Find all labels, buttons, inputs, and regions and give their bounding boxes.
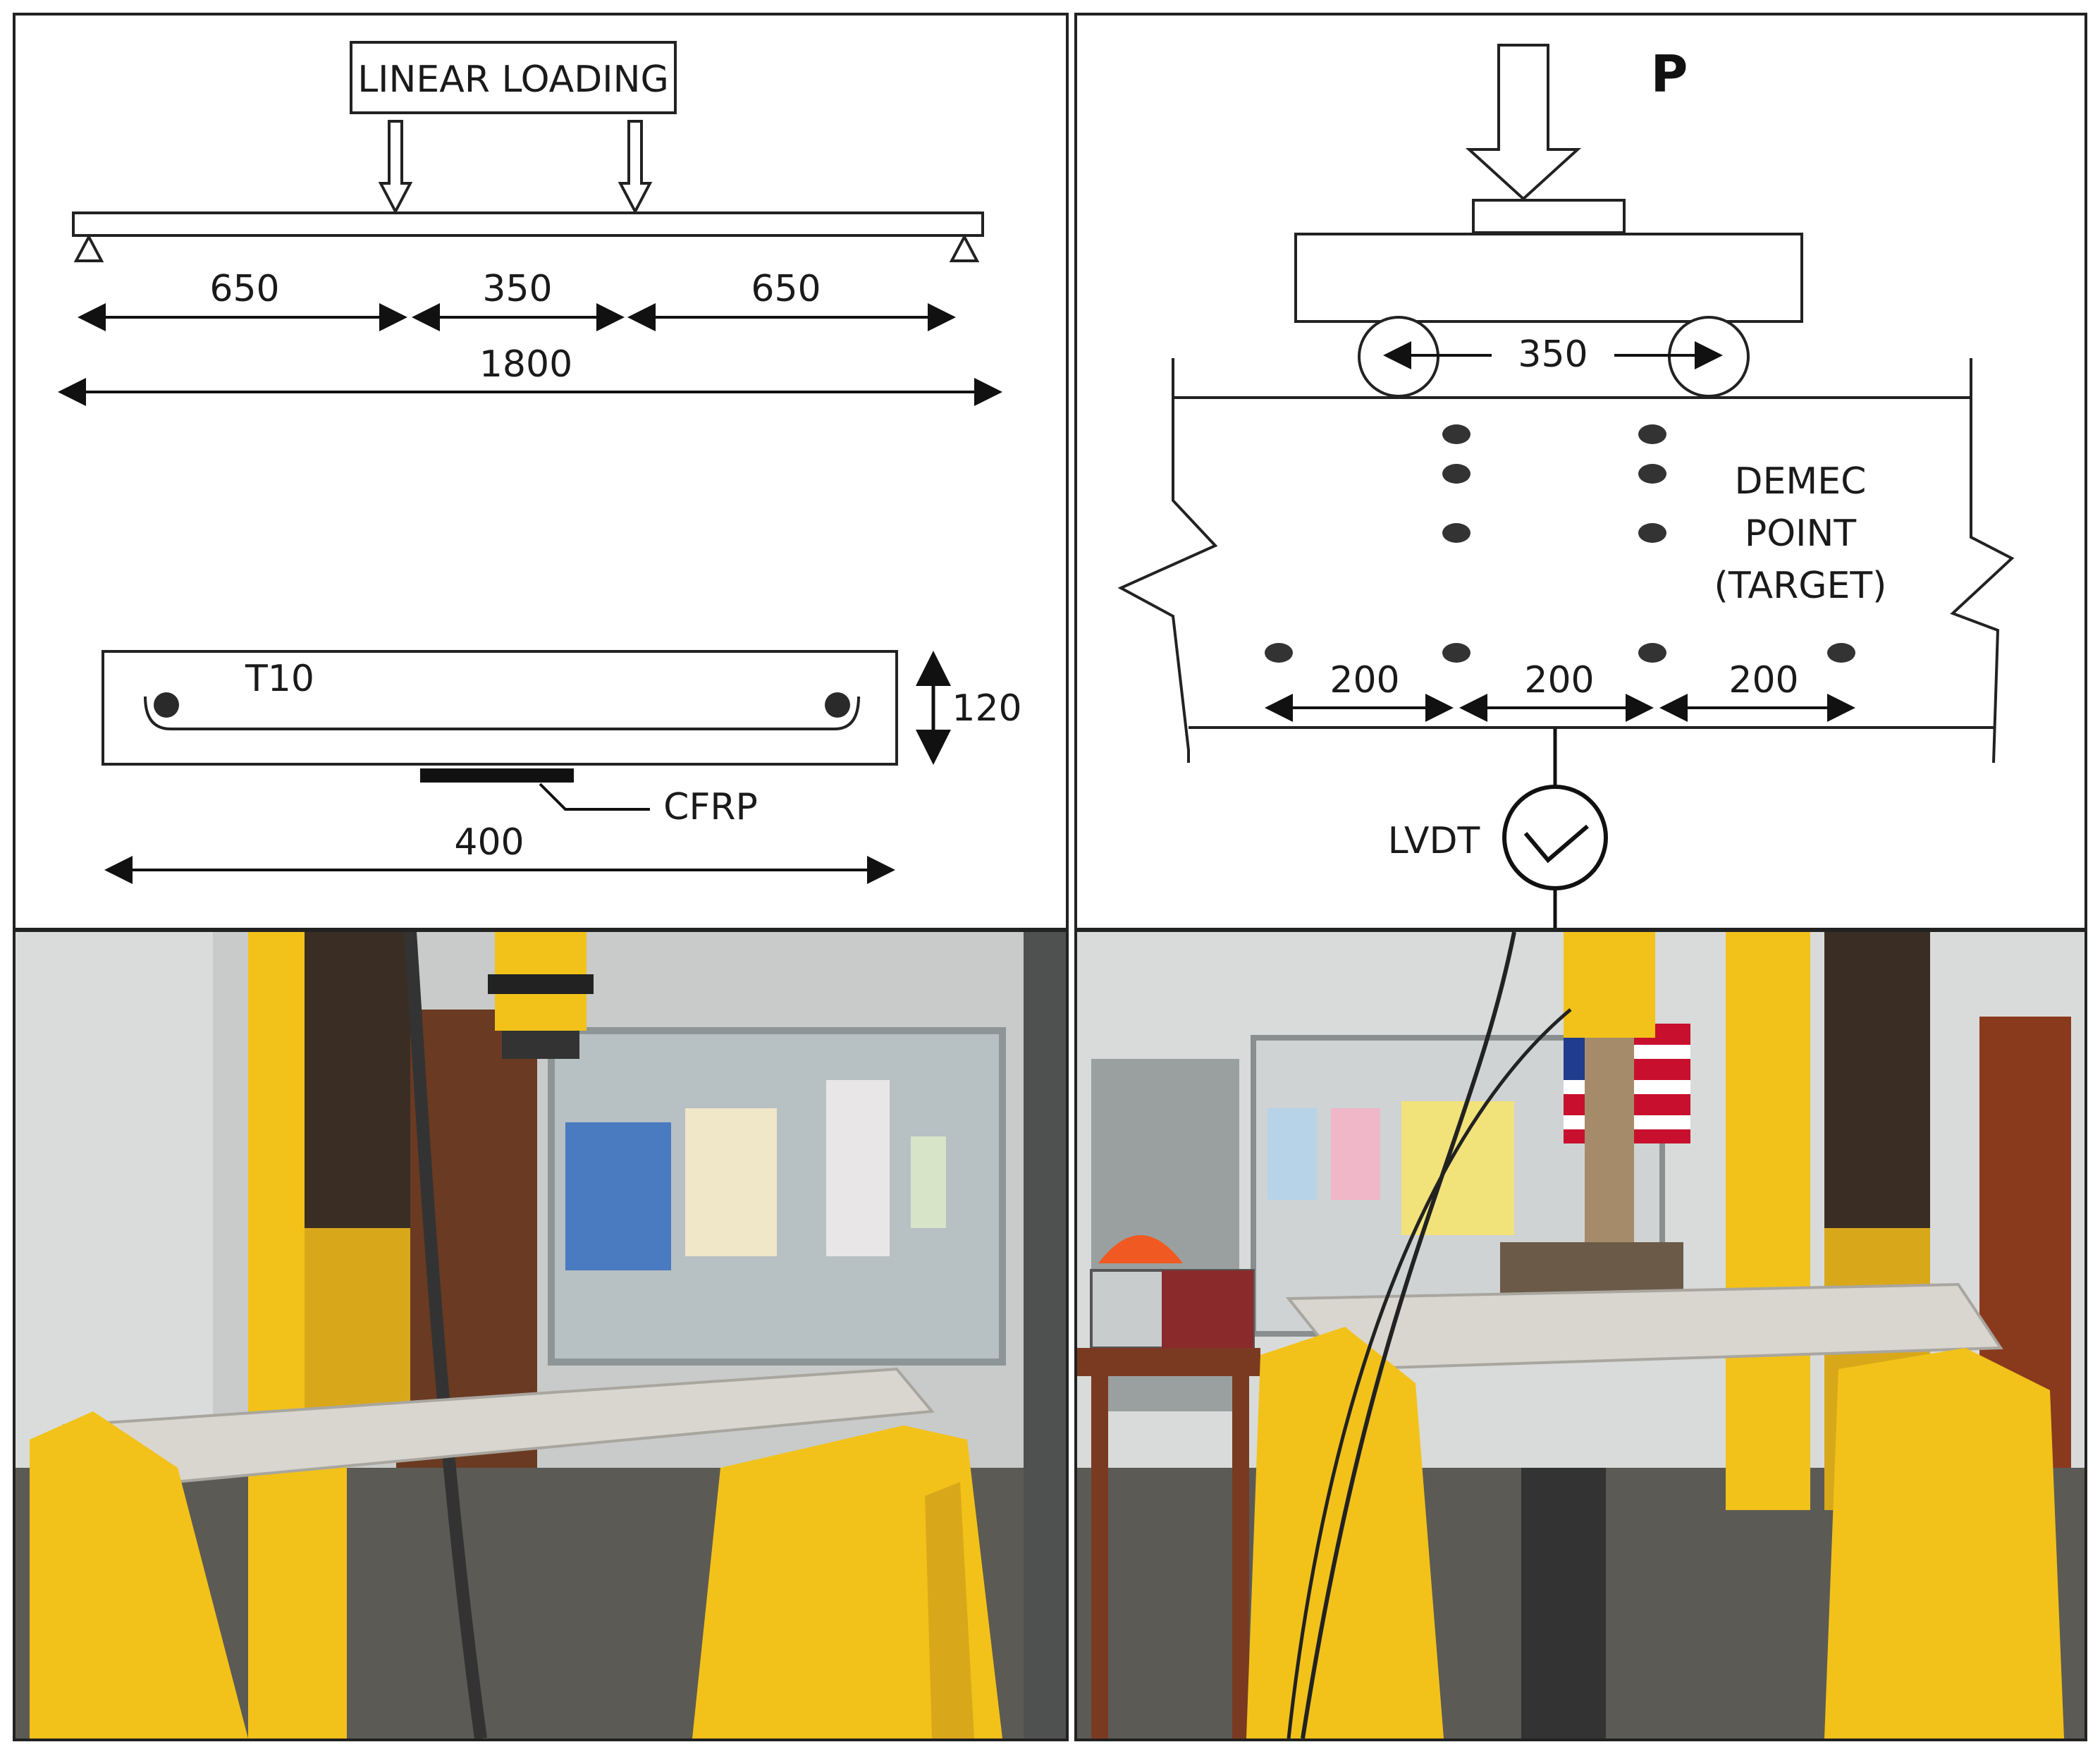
loading-label: LINEAR LOADING: [357, 59, 669, 101]
notice-pink: [1331, 1108, 1380, 1200]
loading-label-box: [350, 41, 677, 114]
break-line-right: [1950, 398, 2015, 763]
rig-column-right: [1024, 932, 1066, 1738]
break-line-left: [1117, 398, 1218, 763]
depth-label: 120: [952, 687, 1021, 730]
instrumentation-drawing: P 350 DEMEC POINT (TARGET) 200 200 200 L…: [1117, 44, 2015, 928]
lvdt-needle: [1523, 824, 1589, 864]
support-block-right: [692, 1425, 1002, 1738]
load-arrow-left: [378, 120, 413, 215]
poster-notice: [685, 1108, 777, 1256]
demec-label-line-2: POINT: [1745, 513, 1857, 555]
spreader-beam: [1294, 233, 1803, 323]
lvdt-stand: [1521, 1468, 1606, 1738]
spreader-beam: [1500, 1242, 1683, 1299]
roller-spacing-label: 350: [1518, 333, 1588, 376]
load-arrow-right: [618, 120, 653, 215]
poster-green: [911, 1136, 946, 1228]
rebar-left-icon: [154, 692, 179, 718]
demec-label-line-1: DEMEC: [1735, 460, 1867, 503]
width-label: 400: [454, 821, 524, 864]
notice-blue: [1267, 1108, 1317, 1200]
bearing-plate: [1472, 199, 1626, 234]
cfrp-leader-line: [539, 783, 650, 811]
cfrp-label: CFRP: [663, 786, 758, 828]
beam-layout-schematic: LINEAR LOADING 650 350 650 1800 T10 120 …: [13, 13, 1069, 931]
support-block-right: [1824, 1348, 2064, 1738]
demec-points: [1265, 424, 1855, 663]
notice-yellow: [1401, 1101, 1514, 1235]
side-table: [1077, 1348, 1260, 1376]
gauge-spacing-label-2: 200: [1524, 659, 1594, 701]
demec-label-line-3: (TARGET): [1714, 565, 1887, 607]
test-setup-photo-right: [1074, 929, 2087, 1741]
test-setup-photo-left: [13, 929, 1069, 1741]
load-arrow-icon: [1465, 44, 1582, 201]
poster-white: [826, 1080, 890, 1256]
rig-column: [1726, 932, 1810, 1510]
instrumentation-schematic: P 350 DEMEC POINT (TARGET) 200 200 200 L…: [1074, 13, 2087, 931]
wall-panel-left: [16, 932, 213, 1468]
span-label-1: 650: [209, 268, 279, 310]
lvdt-dial-icon: [1502, 785, 1608, 890]
rebar-right-icon: [825, 692, 850, 718]
t10-reinforcement-bar: [144, 696, 860, 730]
support-block-left: [30, 1411, 248, 1738]
rig-column-dark: [305, 932, 410, 1228]
safety-helmet-icon: [1098, 1235, 1183, 1263]
cable: [1301, 932, 1516, 1738]
poster-blue: [565, 1122, 671, 1270]
beam-top-edge: [1172, 358, 1972, 399]
gauge-spacing-label-1: 200: [1330, 659, 1399, 701]
beam-cross-section: [102, 650, 898, 766]
span-label-2: 350: [482, 268, 552, 310]
span-label-3: 650: [751, 268, 821, 310]
rebar-label: T10: [245, 658, 314, 700]
beam-elevation: [72, 211, 984, 237]
support-block-left: [1246, 1327, 1444, 1738]
photo-right-drawing: [1077, 932, 2084, 1738]
lvdt-label: LVDT: [1388, 820, 1480, 862]
total-span-label: 1800: [479, 343, 572, 386]
photo-left-drawing: [16, 932, 1066, 1738]
hydraulic-hose: [404, 932, 487, 1738]
beam-layout-drawing: LINEAR LOADING 650 350 650 1800 T10 120 …: [58, 41, 1022, 884]
cfrp-strip: [420, 768, 574, 783]
gauge-spacing-label-3: 200: [1728, 659, 1798, 701]
jack-piston: [1585, 1038, 1634, 1270]
load-label: P: [1651, 44, 1688, 104]
support-left-icon: [73, 233, 104, 262]
support-right-icon: [949, 233, 980, 262]
hydraulic-jack-icon: [1564, 932, 1655, 1038]
